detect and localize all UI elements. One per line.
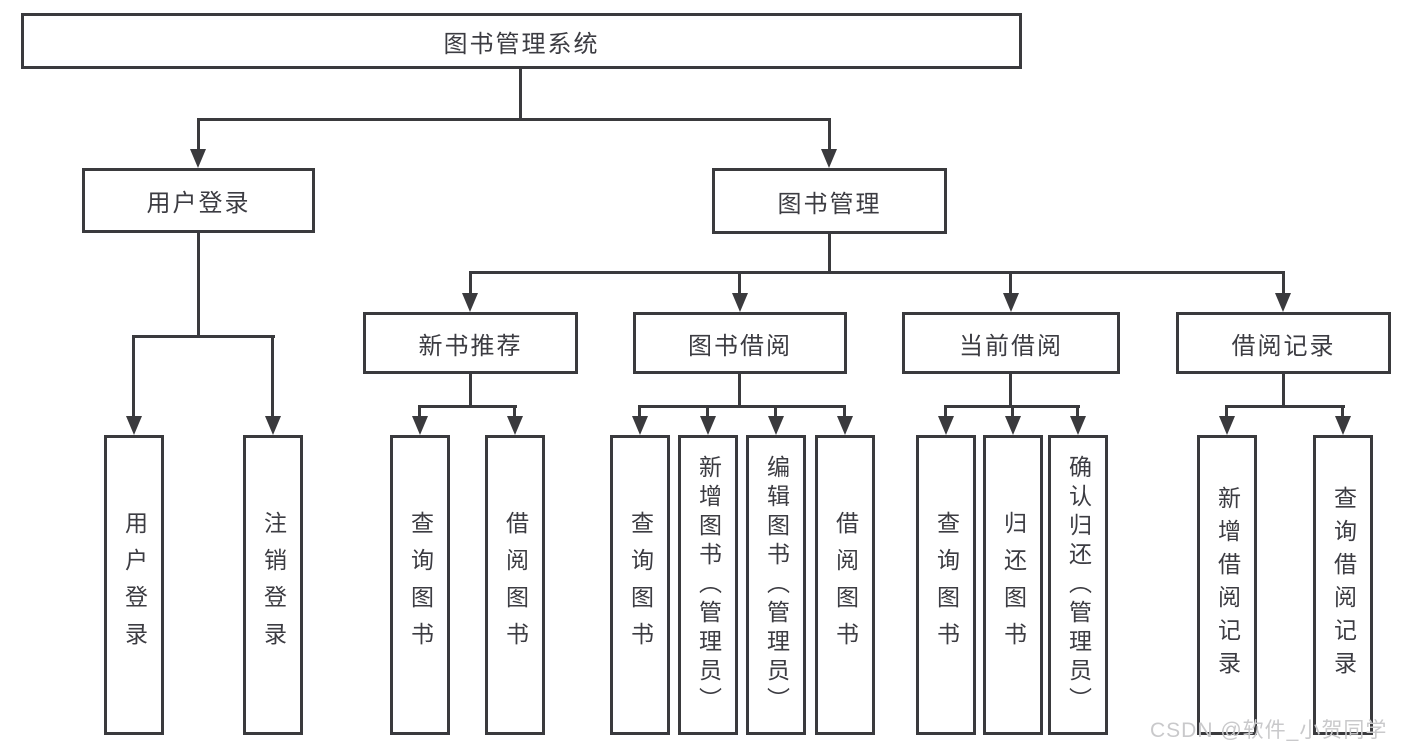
node-user-login: 用户登录 [82,168,315,233]
leaf-label: 确认归还（管理员） [1065,454,1092,716]
leaf-edit-books-admin: 编辑图书（管理员） [746,435,806,735]
node-book-borrow: 图书借阅 [633,312,847,374]
leaf-label: 查询图书 [627,511,654,659]
leaf-label: 新增图书（管理员） [695,454,722,716]
arrow-down-icon [412,416,428,435]
leaf-label: 编辑图书（管理员） [763,454,790,716]
connector-line [1282,374,1285,408]
connector-line [1009,374,1012,408]
connector-line [1076,405,1079,420]
arrow-down-icon [1335,416,1351,435]
leaf-label: 归还图书 [1000,511,1027,659]
node-label: 图书管理 [777,190,882,218]
leaf-query-books-recommend: 查询图书 [390,435,450,735]
leaf-query-books-borrow: 查询图书 [610,435,670,735]
node-borrow-records: 借阅记录 [1176,312,1391,374]
leaf-confirm-return-admin: 确认归还（管理员） [1048,435,1108,735]
connector-line [1225,405,1228,420]
connector-line [638,405,641,420]
node-book-management: 图书管理 [712,168,947,234]
connector-line [197,233,200,338]
leaf-borrow-books-recommend: 借阅图书 [485,435,545,735]
connector-line [271,335,274,420]
arrow-down-icon [1275,293,1291,312]
node-label: 新书推荐 [418,332,523,360]
node-label: 借阅记录 [1231,332,1336,360]
connector-line [828,234,831,274]
connector-line [513,405,516,420]
leaf-return-books: 归还图书 [983,435,1043,735]
connector-line [469,271,472,296]
connector-line [706,405,709,420]
leaf-add-books-admin: 新增图书（管理员） [678,435,738,735]
leaf-add-borrow-record: 新增借阅记录 [1197,435,1257,735]
connector-line [738,271,741,296]
leaf-label: 查询图书 [407,511,434,659]
connector-line [843,405,846,420]
connector-line [1225,405,1345,408]
leaf-borrow-books: 借阅图书 [815,435,875,735]
leaf-label: 借阅图书 [502,511,529,659]
connector-line [638,405,846,408]
connector-line [1011,405,1014,420]
connector-line [418,405,517,408]
leaf-label: 查询借阅记录 [1330,486,1357,684]
arrow-down-icon [632,416,648,435]
leaf-query-borrow-record: 查询借阅记录 [1313,435,1373,735]
node-new-book-recommend: 新书推荐 [363,312,578,374]
node-label: 图书管理系统 [443,30,600,58]
arrow-down-icon [938,416,954,435]
leaf-query-books-current: 查询图书 [916,435,976,735]
arrow-down-icon [126,416,142,435]
node-current-borrow: 当前借阅 [902,312,1120,374]
leaf-label: 注销登录 [260,511,287,659]
node-label: 当前借阅 [959,332,1063,360]
node-library-management-system: 图书管理系统 [21,13,1022,69]
watermark: CSDN @软件_小贺同学 [1150,719,1388,742]
arrow-down-icon [837,416,853,435]
arrow-down-icon [1070,416,1086,435]
arrow-down-icon [462,293,478,312]
connector-line [469,374,472,408]
leaf-label: 借阅图书 [832,511,859,659]
connector-line [1341,405,1344,420]
leaf-label: 查询图书 [933,511,960,659]
connector-line [197,118,200,152]
leaf-label: 用户登录 [121,511,148,659]
node-label: 图书借阅 [688,332,792,360]
arrow-down-icon [768,416,784,435]
node-label: 用户登录 [146,190,251,217]
connector-line [774,405,777,420]
arrow-down-icon [190,149,206,168]
connector-line [1009,271,1012,296]
arrow-down-icon [732,293,748,312]
arrow-down-icon [821,149,837,168]
leaf-logout: 注销登录 [243,435,303,735]
connector-line [469,271,1285,274]
arrow-down-icon [1005,416,1021,435]
arrow-down-icon [507,416,523,435]
connector-line [132,335,135,420]
connector-line [519,69,522,121]
arrow-down-icon [265,416,281,435]
arrow-down-icon [1219,416,1235,435]
leaf-label: 新增借阅记录 [1214,486,1241,684]
leaf-user-login: 用户登录 [104,435,164,735]
arrow-down-icon [700,416,716,435]
connector-line [944,405,947,420]
connector-line [132,335,275,338]
connector-line [418,405,421,420]
connector-line [1282,271,1285,296]
connector-line [828,118,831,152]
connector-line [197,118,831,121]
arrow-down-icon [1003,293,1019,312]
connector-line [738,374,741,408]
